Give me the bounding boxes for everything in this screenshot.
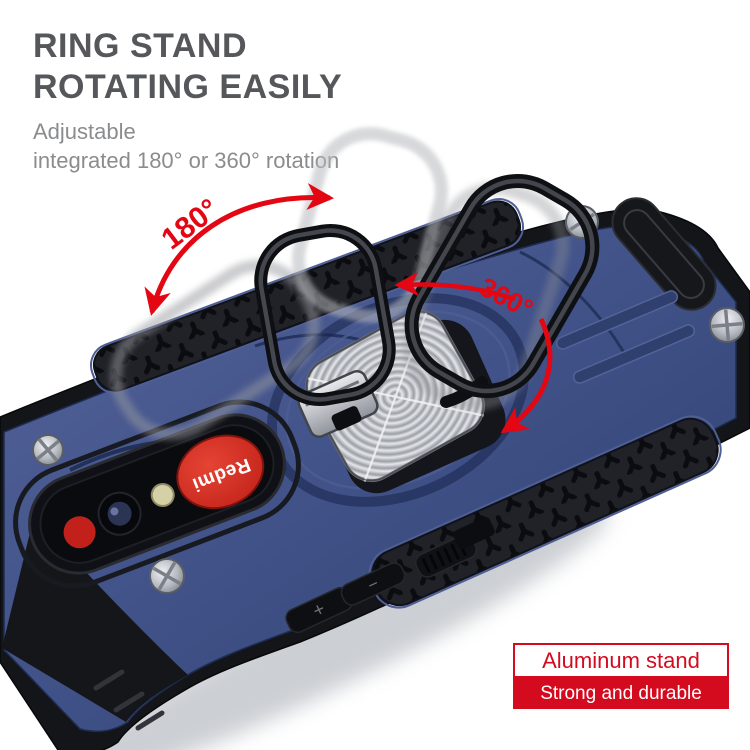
corner-bumper <box>2 516 188 731</box>
hero-text: RING STAND ROTATING EASILY Adjustable in… <box>33 26 342 175</box>
camera-lens <box>97 491 142 536</box>
callout-box: Aluminum stand Strong and durable <box>513 643 729 709</box>
ring-stand-main <box>404 173 600 399</box>
callout-title: Aluminum stand <box>513 643 729 678</box>
brand-badge: Redmi <box>176 434 265 510</box>
arc-arrow-180-icon <box>144 183 335 316</box>
left-arrow-360-icon <box>394 271 516 302</box>
page-title: RING STAND ROTATING EASILY <box>33 26 342 108</box>
volume-down-button: − <box>340 562 406 606</box>
phone-case: Redmi <box>0 197 750 750</box>
camera-red-dot <box>63 516 96 549</box>
curved-arrow-360-icon <box>500 317 553 434</box>
port-cutout <box>453 517 495 549</box>
camera-flash <box>150 483 175 508</box>
callout-subtitle: Strong and durable <box>513 678 729 709</box>
screw-rivet <box>709 307 745 343</box>
page-subtitle: Adjustable integrated 180° or 360° rotat… <box>33 117 342 175</box>
aluminum-plate <box>305 309 506 494</box>
screw-rivet <box>149 558 185 594</box>
corner-trim <box>611 197 717 311</box>
side-buttons: + − <box>285 517 495 634</box>
page-title-line1: RING STAND <box>33 27 248 65</box>
camera-module: Redmi <box>13 399 301 589</box>
page-subtitle-line2: integrated 180° or 360° rotation <box>33 148 340 173</box>
screw-rivet <box>32 434 64 466</box>
page-title-line2: ROTATING EASILY <box>33 68 343 106</box>
decorative-grooves <box>555 290 696 384</box>
page-subtitle-line1: Adjustable <box>33 119 136 144</box>
